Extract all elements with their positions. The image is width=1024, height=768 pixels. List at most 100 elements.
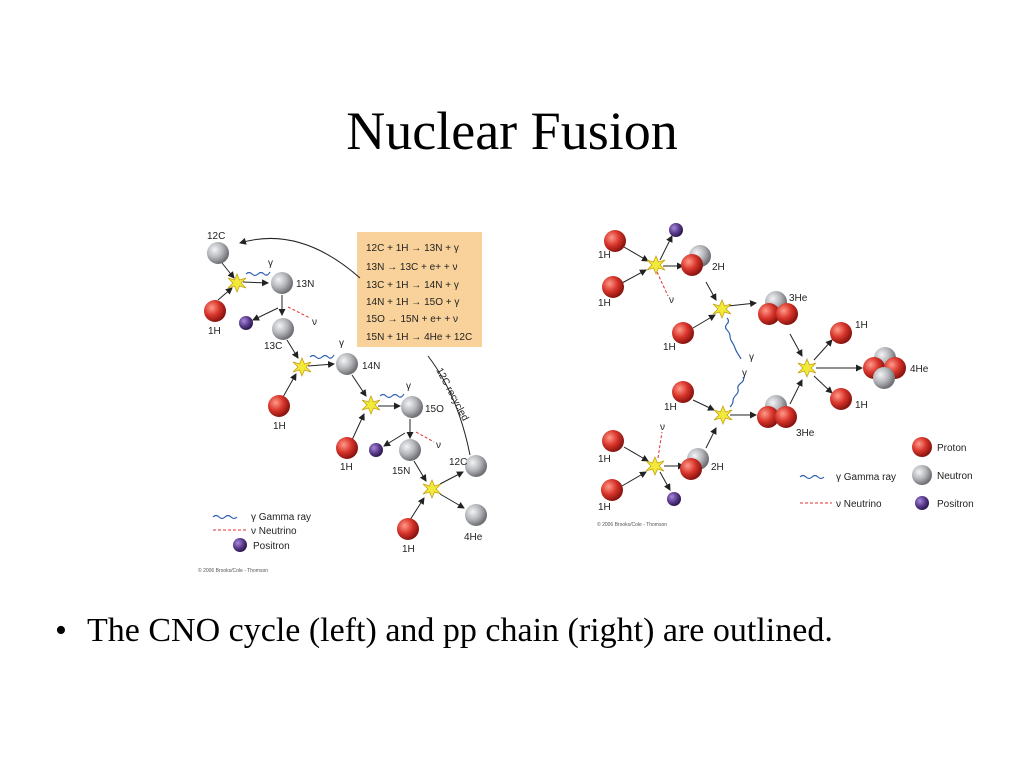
label-h2: 2H bbox=[712, 262, 725, 273]
nucleus-o15 bbox=[401, 396, 423, 418]
reaction-flash bbox=[797, 358, 817, 378]
label-he4: 4He bbox=[910, 364, 929, 375]
gamma-label: γ bbox=[406, 381, 411, 392]
neutrino-label: ν bbox=[660, 422, 665, 433]
reaction-flash bbox=[712, 299, 732, 319]
reaction-flash bbox=[646, 255, 666, 275]
bullet-symbol: • bbox=[55, 612, 67, 649]
equation-6: 15N + 1H → 4He + 12C bbox=[366, 332, 472, 343]
proton bbox=[204, 300, 226, 322]
proton bbox=[830, 388, 852, 410]
label-h1: 1H bbox=[664, 402, 677, 413]
label-h1: 1H bbox=[598, 502, 611, 513]
gamma-label: γ bbox=[742, 368, 747, 379]
positron bbox=[667, 492, 681, 506]
nucleus-he4 bbox=[465, 504, 487, 526]
proton bbox=[776, 303, 798, 325]
proton bbox=[681, 254, 703, 276]
proton bbox=[672, 322, 694, 344]
proton bbox=[602, 430, 624, 452]
gamma-wave bbox=[245, 271, 271, 277]
label-h1: 1H bbox=[598, 250, 611, 261]
label-h1: 1H bbox=[402, 544, 415, 555]
label-n14: 14N bbox=[362, 361, 380, 372]
legend-gamma: γ Gamma ray bbox=[836, 472, 896, 483]
bullet-text: The CNO cycle (left) and pp chain (right… bbox=[87, 612, 833, 649]
equation-box bbox=[357, 232, 482, 347]
equation-4: 14N + 1H → 15O + γ bbox=[366, 297, 459, 308]
label-c12: 12C bbox=[207, 231, 225, 242]
reaction-flash bbox=[645, 456, 665, 476]
label-c12: 12C bbox=[449, 457, 467, 468]
legend-neutrino: ν Neutrino bbox=[836, 499, 882, 510]
neutrino-label: ν bbox=[312, 317, 317, 328]
equation-3: 13C + 1H → 14N + γ bbox=[366, 280, 459, 291]
cno-cycle: 12C + 1H → 13N + γ 13N → 13C + e+ + ν 13… bbox=[198, 231, 487, 574]
proton bbox=[397, 518, 419, 540]
label-h1: 1H bbox=[208, 326, 221, 337]
equation-5: 15O → 15N + e+ + ν bbox=[366, 314, 458, 325]
equation-1: 12C + 1H → 13N + γ bbox=[366, 243, 459, 254]
label-h1: 1H bbox=[598, 298, 611, 309]
nucleus-n13 bbox=[271, 272, 293, 294]
label-he3: 3He bbox=[789, 293, 808, 304]
proton bbox=[680, 458, 702, 480]
positron bbox=[669, 223, 683, 237]
positron bbox=[239, 316, 253, 330]
reaction-flash bbox=[422, 479, 442, 499]
reaction-flash bbox=[713, 405, 733, 425]
gamma-wave bbox=[309, 354, 335, 360]
recycle-arrow-top bbox=[239, 237, 361, 279]
label-c13: 13C bbox=[264, 341, 282, 352]
cno-copyright: © 2006 Brooks/Cole - Thomson bbox=[198, 567, 268, 574]
proton bbox=[775, 406, 797, 428]
legend-positron: Positron bbox=[937, 499, 974, 510]
gamma-label: γ bbox=[339, 338, 344, 349]
legend-neutron: Neutron bbox=[937, 471, 973, 482]
label-h1: 1H bbox=[598, 454, 611, 465]
nucleus-n14 bbox=[336, 353, 358, 375]
nucleus-c13 bbox=[272, 318, 294, 340]
gamma-label: γ bbox=[268, 258, 273, 269]
proton bbox=[601, 479, 623, 501]
proton bbox=[336, 437, 358, 459]
legend-positron-dot bbox=[915, 496, 929, 510]
neutrino-label: ν bbox=[669, 295, 674, 306]
label-h1: 1H bbox=[855, 320, 868, 331]
proton bbox=[757, 406, 779, 428]
label-n15: 15N bbox=[392, 466, 410, 477]
legend-proton: Proton bbox=[937, 443, 966, 454]
nucleus-c12 bbox=[207, 242, 229, 264]
gamma-wave bbox=[729, 376, 745, 408]
neutron bbox=[873, 367, 895, 389]
label-h2: 2H bbox=[711, 462, 724, 473]
slide-title: Nuclear Fusion bbox=[346, 101, 678, 161]
legend-positron-dot bbox=[233, 538, 247, 552]
proton bbox=[602, 276, 624, 298]
label-h1: 1H bbox=[340, 462, 353, 473]
label-h1: 1H bbox=[663, 342, 676, 353]
recycle-arrow-side bbox=[427, 355, 471, 456]
label-he4: 4He bbox=[464, 532, 483, 543]
label-o15: 15O bbox=[425, 404, 444, 415]
label-n13: 13N bbox=[296, 279, 314, 290]
gamma-wave bbox=[724, 317, 742, 360]
legend-neutrino: ν Neutrino bbox=[251, 526, 297, 537]
proton bbox=[672, 381, 694, 403]
proton bbox=[758, 303, 780, 325]
legend-gamma: γ Gamma ray bbox=[251, 512, 311, 523]
pp-copyright: © 2006 Brooks/Cole - Thomson bbox=[597, 521, 667, 528]
proton bbox=[830, 322, 852, 344]
positron bbox=[369, 443, 383, 457]
neutrino-label: ν bbox=[436, 440, 441, 451]
bullet-item: • The CNO cycle (left) and pp chain (righ… bbox=[55, 612, 833, 650]
legend-positron: Positron bbox=[253, 541, 290, 552]
equation-2: 13N → 13C + e+ + ν bbox=[366, 262, 457, 273]
reaction-flash bbox=[292, 357, 312, 377]
nucleus-n15 bbox=[399, 439, 421, 461]
legend-neutron-dot bbox=[912, 465, 932, 485]
label-h1: 1H bbox=[273, 421, 286, 432]
proton bbox=[604, 230, 626, 252]
nucleus-c12-out bbox=[465, 455, 487, 477]
